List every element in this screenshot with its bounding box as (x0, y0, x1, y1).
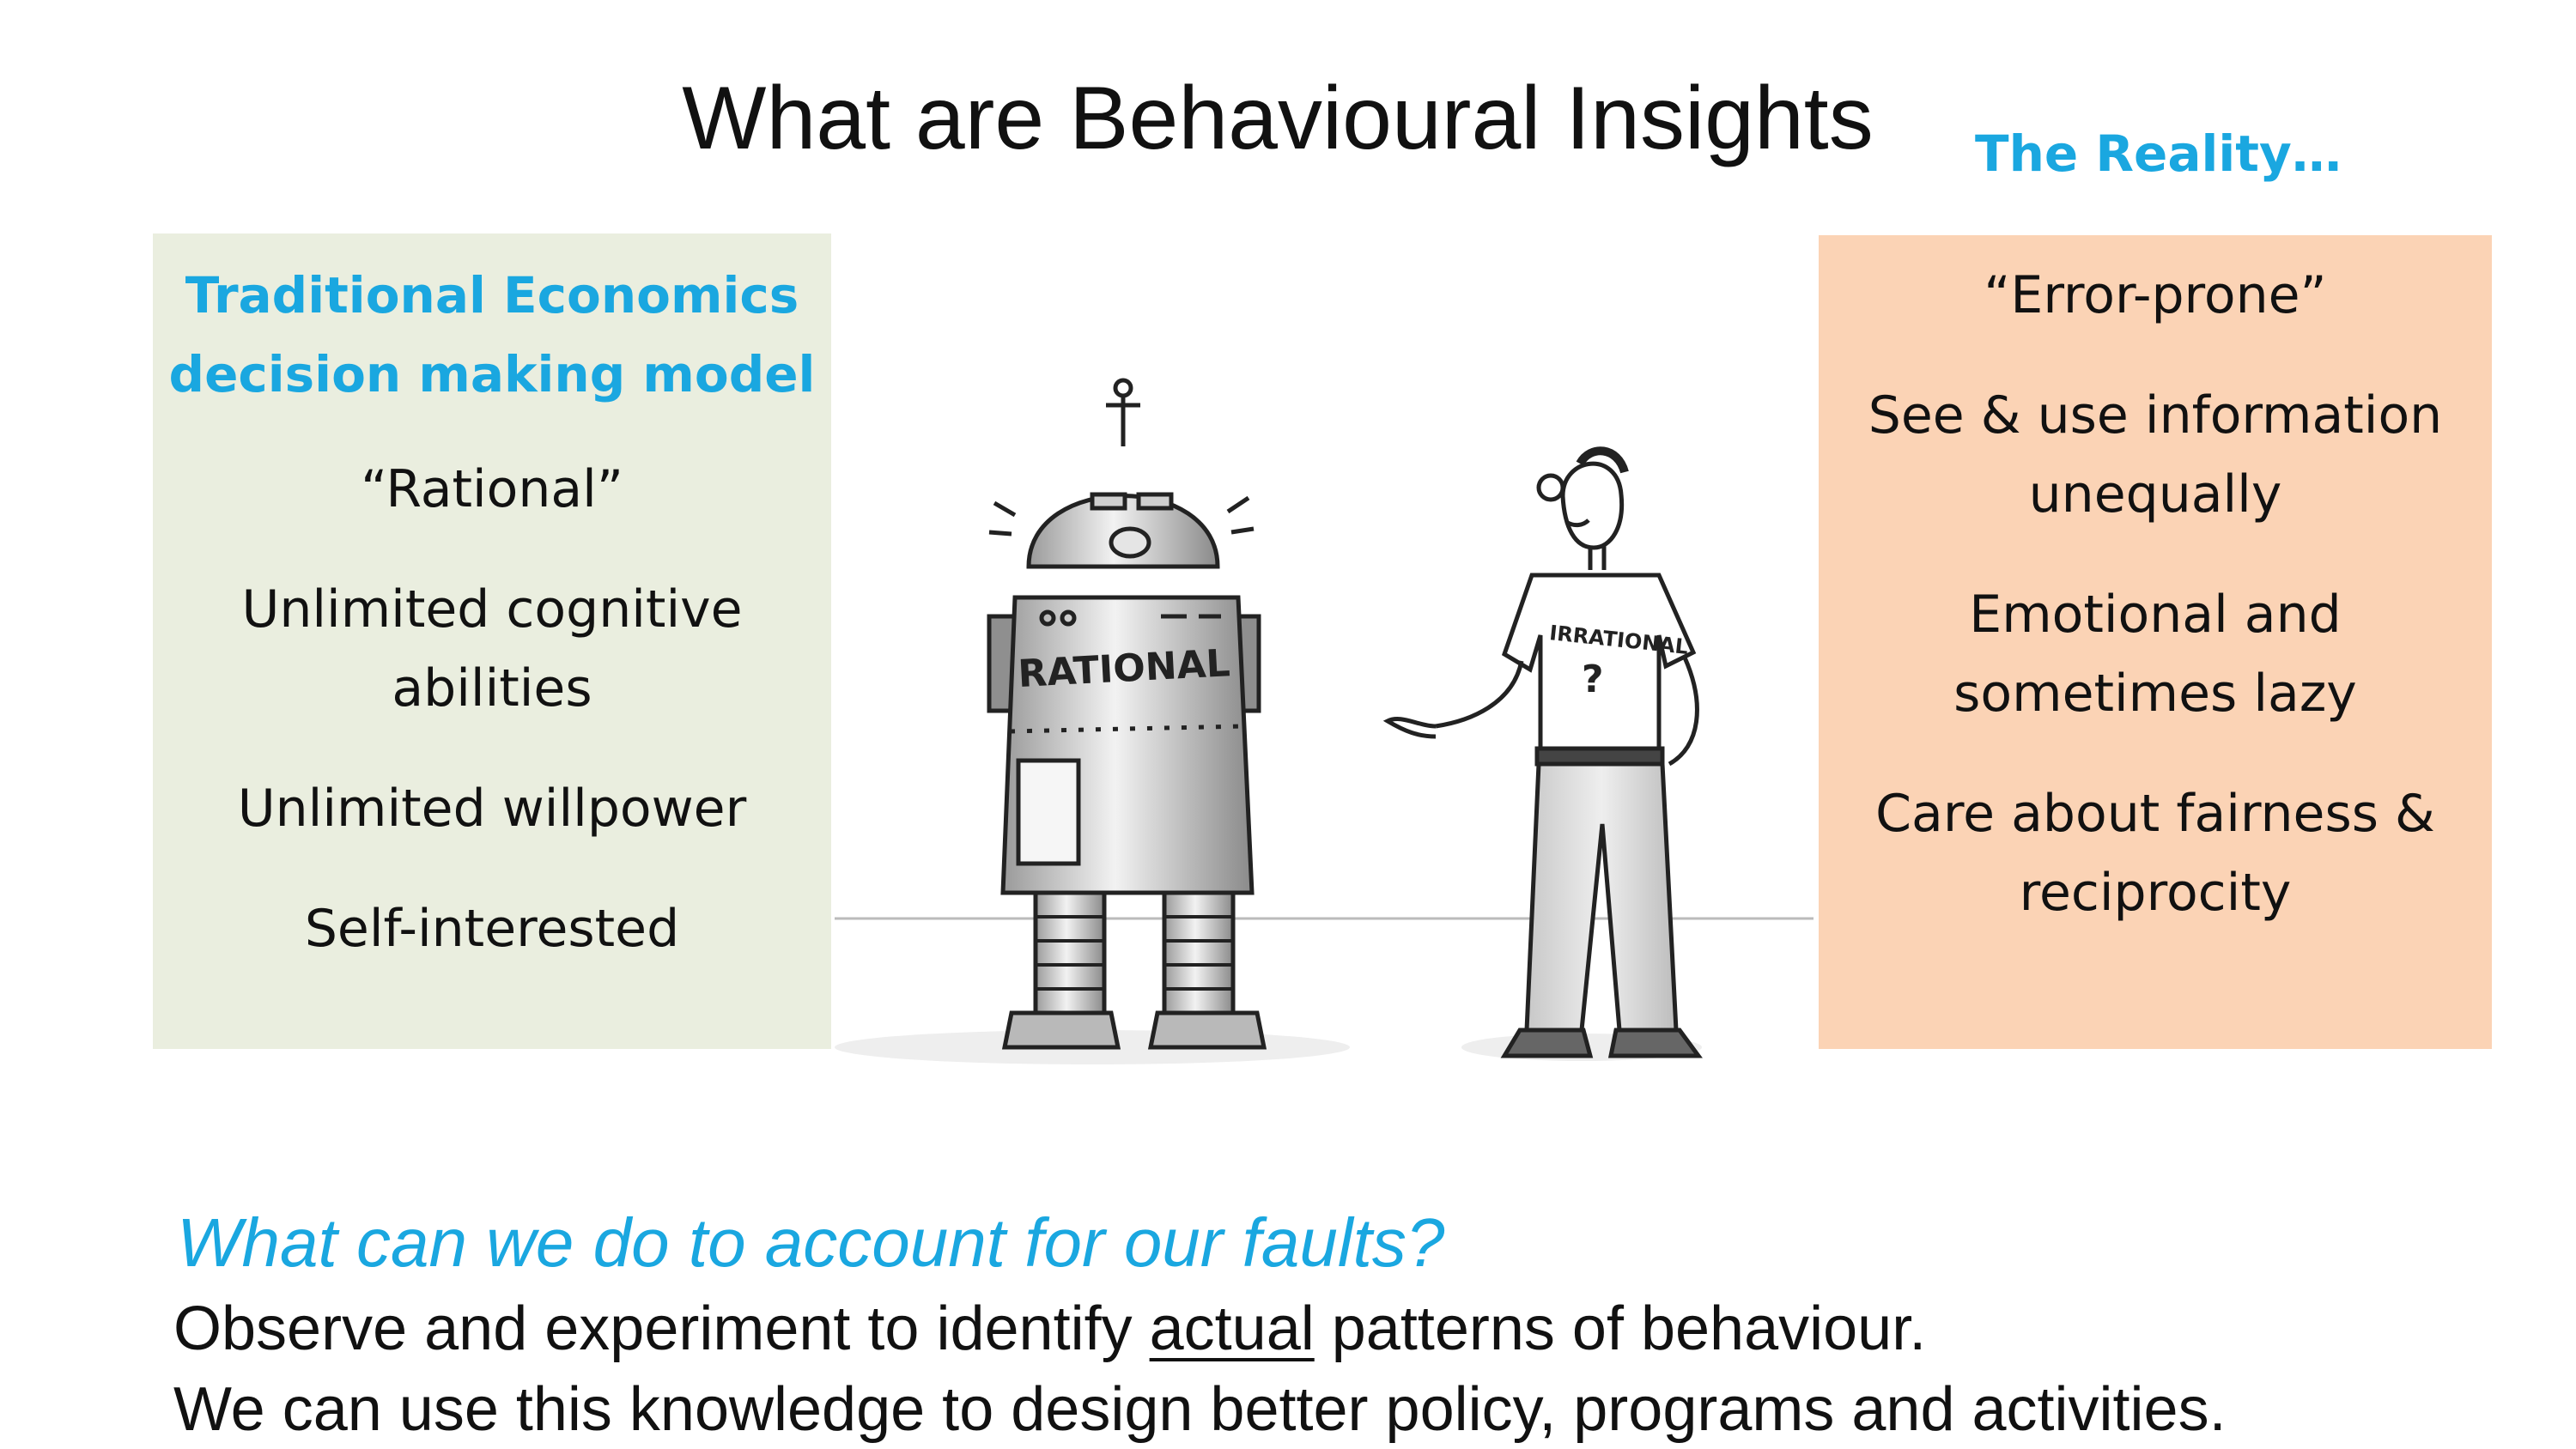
list-item: “Error-prone” (1984, 265, 2327, 325)
list-item: See & use information unequally (1868, 385, 2443, 524)
list-item: Self-interested (304, 899, 680, 959)
list-item: Care about fairness & reciprocity (1875, 784, 2435, 923)
list-item: “Rational” (361, 459, 623, 519)
robot-and-man-cartoon: RATIONAL IRRATIONAL ? (835, 378, 1814, 1064)
traditional-economics-heading: Traditional Economics decision making mo… (168, 266, 816, 403)
traditional-economics-panel: Traditional Economics decision making mo… (153, 233, 831, 1049)
list-item: Unlimited willpower (237, 779, 747, 839)
footer-line-1: Observe and experiment to identify actua… (173, 1294, 1927, 1363)
list-item: Emotional and sometimes lazy (1953, 585, 2357, 724)
slide-title: What are Behavioural Insights (682, 69, 1874, 168)
man-figure (1382, 446, 1703, 1058)
reality-heading: The Reality… (1975, 124, 2342, 183)
robot-figure (987, 378, 1267, 1050)
footer-line-2: We can use this knowledge to design bett… (173, 1375, 2227, 1444)
footer-question: What can we do to account for our faults… (177, 1204, 1445, 1281)
list-item: Unlimited cognitive abilities (241, 579, 743, 718)
man-question-mark: ? (1582, 658, 1604, 701)
reality-panel: “Error-prone” See & use information uneq… (1819, 235, 2492, 1049)
underlined-word: actual (1149, 1294, 1315, 1363)
